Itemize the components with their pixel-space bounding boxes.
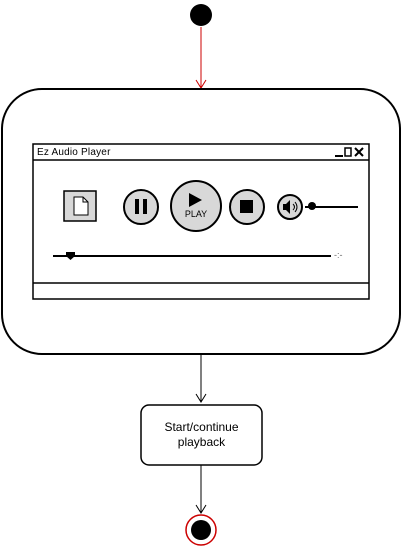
transition-arrow-to-action: [195, 354, 207, 403]
pause-icon: [135, 199, 147, 214]
play-label: PLAY: [184, 209, 208, 219]
progress-handle[interactable]: [66, 252, 75, 260]
close-icon[interactable]: [354, 147, 364, 157]
volume-button[interactable]: [277, 194, 303, 220]
volume-slider-handle[interactable]: [308, 202, 316, 210]
transition-arrow-to-final: [195, 465, 207, 514]
volume-icon: [283, 200, 298, 214]
stop-button[interactable]: [229, 189, 265, 225]
play-icon: [189, 193, 202, 207]
final-node: [185, 514, 217, 546]
time-display: -:-: [334, 250, 343, 260]
window-title: Ez Audio Player: [37, 147, 111, 158]
initial-node: [190, 4, 212, 26]
file-icon: [73, 196, 89, 216]
action-label: Start/continue playback: [164, 420, 239, 449]
transition-arrow-start: [195, 27, 207, 89]
file-button[interactable]: [63, 190, 97, 222]
pause-button[interactable]: [123, 189, 159, 225]
play-button[interactable]: [170, 180, 222, 232]
maximize-icon[interactable]: [344, 147, 352, 157]
stop-icon: [240, 200, 253, 213]
